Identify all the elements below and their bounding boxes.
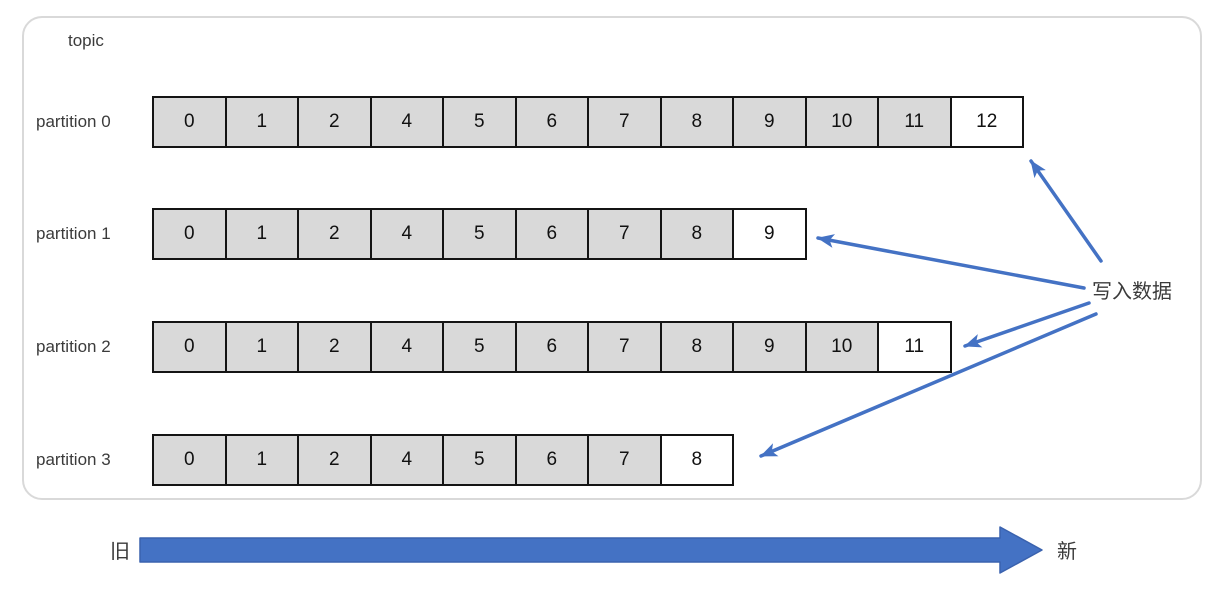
partition-label: partition 3 [36,450,111,469]
message-cell: 4 [369,96,444,148]
message-cell: 0 [152,321,227,373]
message-cell: 4 [369,434,444,486]
message-cell: 10 [804,96,879,148]
message-cell: 7 [587,434,662,486]
new-message-cell: 8 [659,434,734,486]
message-cell: 7 [587,321,662,373]
message-cell: 6 [514,96,589,148]
message-cell: 1 [224,96,299,148]
message-cell: 4 [369,208,444,260]
partition-label: partition 0 [36,112,111,131]
new-message-cell: 11 [877,321,952,373]
message-cell: 6 [514,208,589,260]
partition-label: partition 1 [36,224,111,243]
message-cell: 8 [659,208,734,260]
write-data-label: 写入数据 [1092,281,1172,303]
message-cell: 0 [152,208,227,260]
message-cell: 2 [297,96,372,148]
message-cell: 1 [224,321,299,373]
message-cell: 7 [587,208,662,260]
message-cell: 2 [297,434,372,486]
message-cell: 8 [659,321,734,373]
old-label: 旧 [110,541,130,563]
new-message-cell: 9 [732,208,807,260]
message-cell: 1 [224,434,299,486]
message-cell: 6 [514,321,589,373]
message-cell: 4 [369,321,444,373]
message-cell: 9 [732,321,807,373]
new-message-cell: 12 [949,96,1024,148]
message-cell: 5 [442,321,517,373]
message-cell: 8 [659,96,734,148]
topic-label: topic [68,31,104,50]
message-cell: 10 [804,321,879,373]
message-cell: 5 [442,434,517,486]
message-cell: 11 [877,96,952,148]
message-cell: 2 [297,321,372,373]
message-cell: 5 [442,208,517,260]
message-cell: 2 [297,208,372,260]
new-label: 新 [1057,541,1077,563]
message-cell: 0 [152,434,227,486]
message-cell: 1 [224,208,299,260]
partition-label: partition 2 [36,337,111,356]
message-cell: 0 [152,96,227,148]
message-cell: 5 [442,96,517,148]
message-cell: 9 [732,96,807,148]
old-to-new-timeline-arrow [139,526,1043,574]
message-cell: 7 [587,96,662,148]
message-cell: 6 [514,434,589,486]
